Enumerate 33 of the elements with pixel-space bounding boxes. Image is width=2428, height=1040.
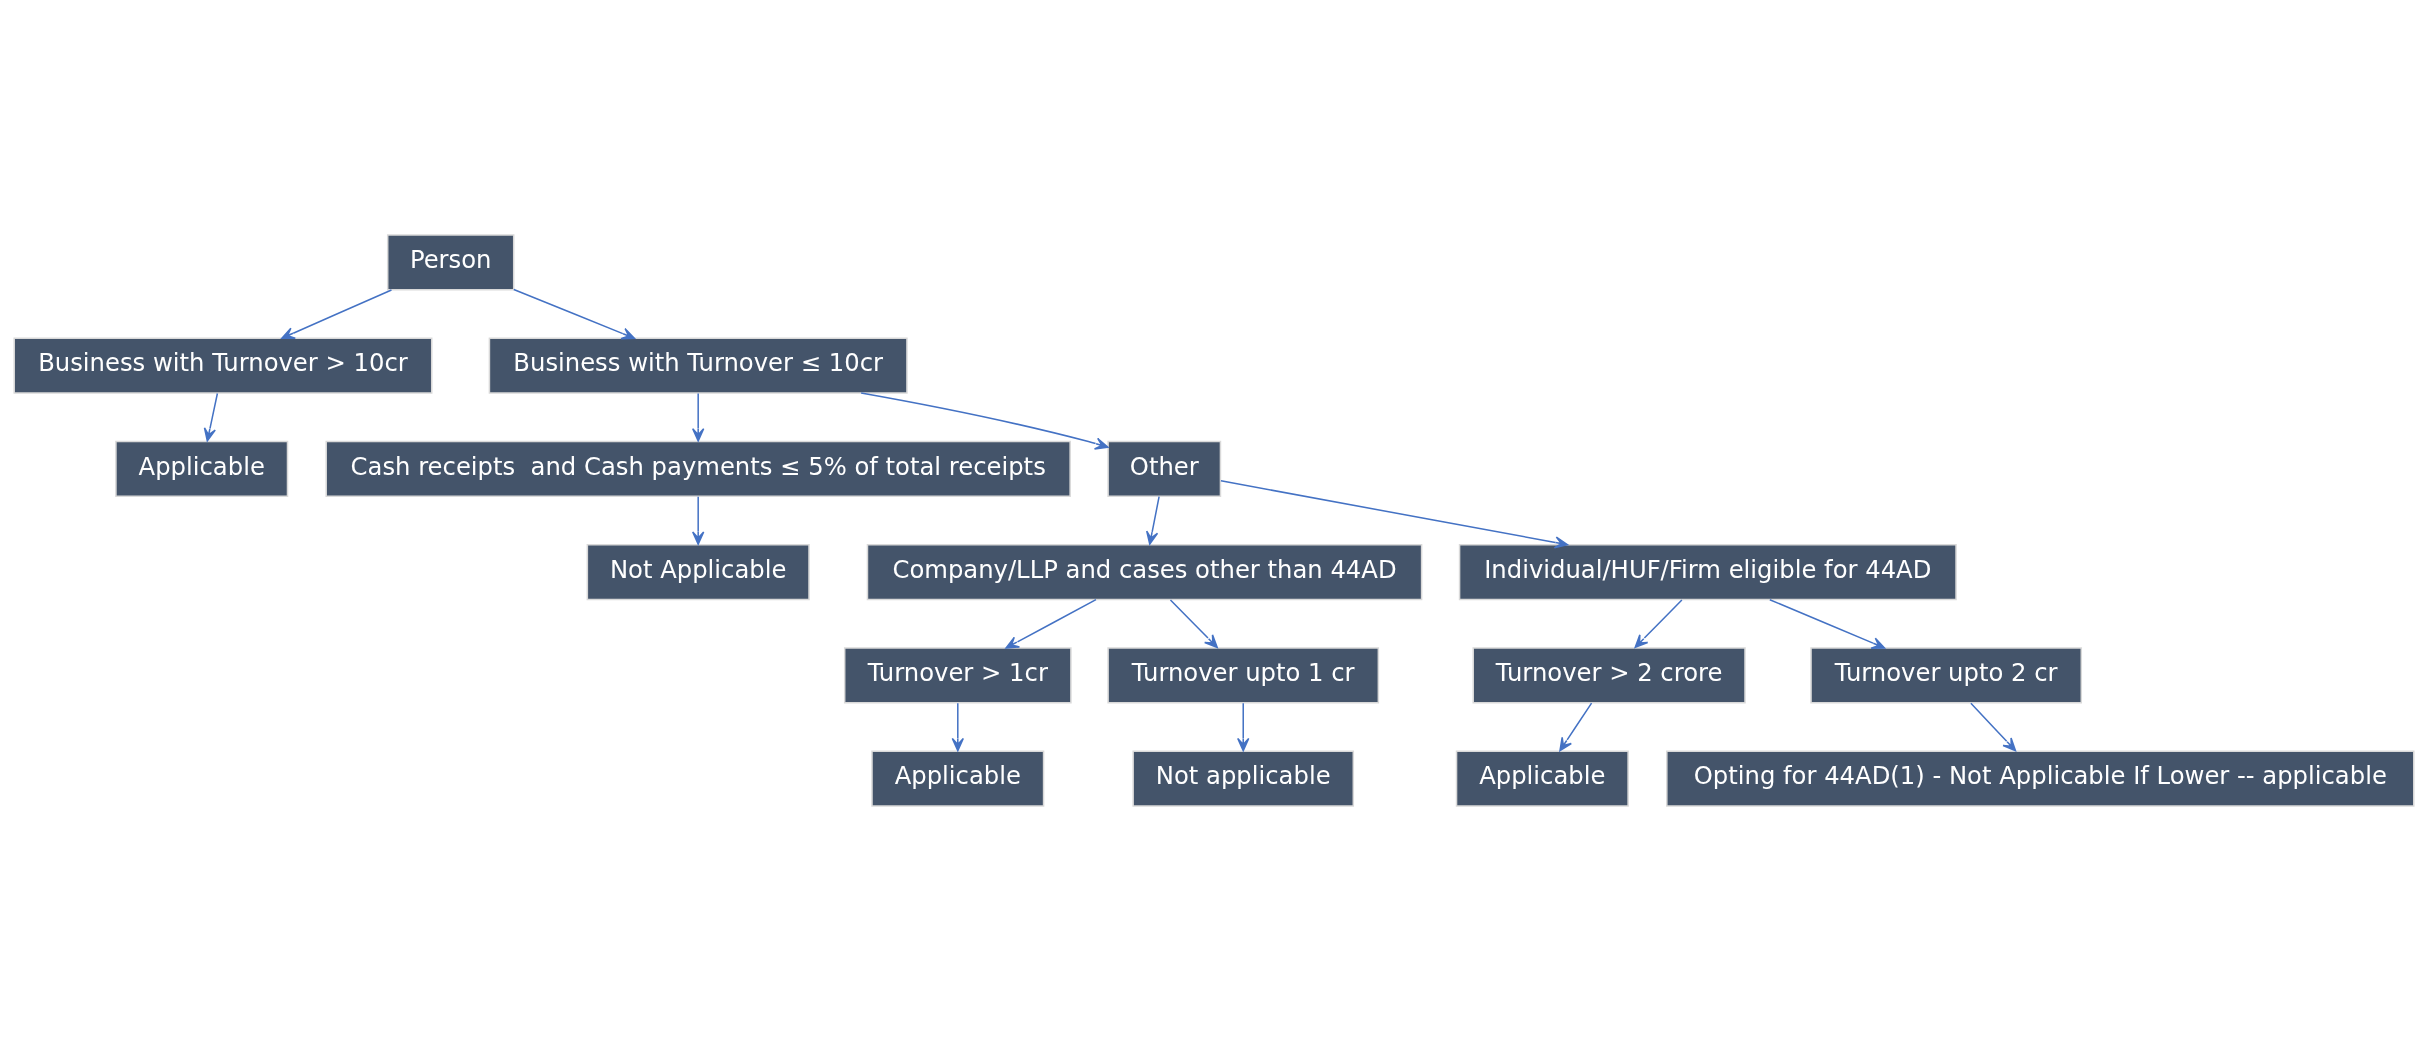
- arrow: [1970, 701, 2017, 751]
- arrow: [1559, 701, 1593, 751]
- arrow: [513, 288, 636, 340]
- node-box: Turnover upto 2 cr: [1810, 646, 2083, 703]
- arrow: [1169, 598, 1218, 648]
- arrow: [691, 495, 705, 545]
- node-box: Business with Turnover ≤ 10cr: [488, 337, 908, 394]
- node-box: Business with Turnover > 10cr: [13, 337, 433, 394]
- arrow: [860, 391, 1109, 450]
- node-box: Not Applicable: [586, 543, 810, 600]
- arrow: [1220, 479, 1569, 549]
- node-box: Applicable: [115, 440, 289, 497]
- node-box: Other: [1107, 440, 1222, 497]
- node-box: Individual/HUF/Firm eligible for 44AD: [1458, 543, 1957, 600]
- node-box: Person: [386, 233, 515, 290]
- arrow: [203, 392, 219, 442]
- arrow: [1146, 495, 1160, 545]
- node-box: Turnover > 2 crore: [1472, 646, 1746, 703]
- arrow: [1005, 598, 1097, 649]
- arrow: [951, 701, 964, 751]
- node-box: Applicable: [871, 750, 1045, 807]
- arrow: [1769, 598, 1886, 649]
- node-box: Turnover > 1cr: [843, 646, 1072, 703]
- arrow: [1237, 701, 1250, 751]
- arrow: [281, 288, 393, 339]
- node-box: Not applicable: [1132, 750, 1355, 807]
- arrow: [1634, 598, 1683, 648]
- node-box: Cash receipts and Cash payments ≤ 5% of total receipts: [325, 440, 1071, 497]
- node-box: Opting for 44AD(1) - Not Applicable If Lower -- applicable: [1666, 750, 2415, 807]
- node-box: Turnover upto 1 cr: [1107, 646, 1380, 703]
- arrow: [691, 392, 705, 442]
- node-box: Company/LLP and cases other than 44AD: [866, 543, 1423, 600]
- node-box: Applicable: [1455, 750, 1629, 807]
